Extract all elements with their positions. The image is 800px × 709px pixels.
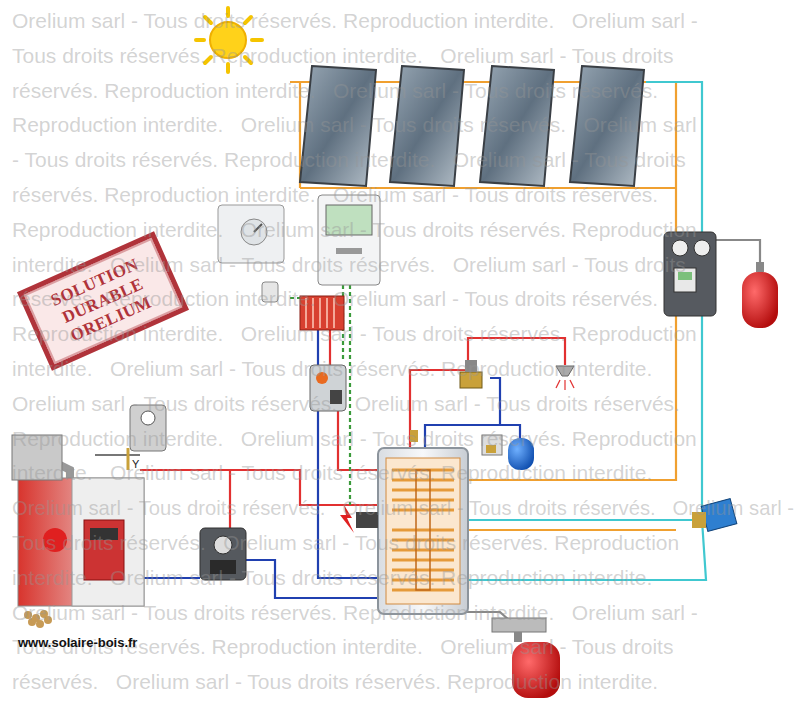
watermark-text: réservés. Orelium sarl - Tous droits rés…: [12, 671, 658, 692]
watermark-text: Reproduction interdite. Orelium sarl - T…: [12, 114, 697, 135]
safety-valve-group: [95, 405, 166, 470]
three-way-valve: [692, 499, 737, 532]
watermark-text: Reproduction interdite. Orelium sarl - T…: [12, 323, 697, 344]
watermark-text: Reproduction interdite. Orelium sarl - T…: [12, 219, 697, 240]
outdoor-sensor: [262, 282, 278, 302]
expansion-vessel: [742, 262, 778, 328]
electric-heater: [340, 505, 378, 533]
watermark-text: interdite. Orelium sarl - Tous droits ré…: [12, 358, 652, 379]
watermark-text: Orelium sarl - Tous droits réservés. Rep…: [12, 602, 698, 623]
safety-group: [482, 435, 502, 455]
website-url: www.solaire-bois.fr: [18, 636, 137, 649]
radiator: [300, 296, 344, 330]
storage-tank: [378, 448, 468, 614]
solar-pump-station: [664, 232, 716, 316]
mixing-valve: [460, 360, 482, 388]
watermark-text: réservés. Reproduction interdite. Oreliu…: [12, 184, 658, 205]
pipe-tag: Y: [132, 459, 139, 470]
boiler-pump-group: [200, 528, 246, 580]
pellet-boiler: [12, 435, 144, 628]
watermark-text: interdite. Orelium sarl - Tous droits ré…: [12, 462, 652, 483]
sun-icon: [196, 8, 262, 72]
watermark-text: Orelium sarl - Tous droits réservés. Ore…: [12, 497, 794, 518]
watermark-text: Tous droits réservés. Orelium sarl - Tou…: [12, 532, 679, 553]
heating-expansion-vessel: [492, 618, 560, 698]
heating-pump-group: [310, 365, 346, 411]
room-thermostat: [218, 205, 284, 263]
stamp-badge: SOLUTION DURABLE ORELIUM: [17, 231, 189, 371]
watermark-text: réservés. Reproduction interdite. Oreliu…: [12, 80, 658, 101]
watermark-text: Tous droits réservés. Reproduction inter…: [12, 45, 673, 66]
watermark-text: réservés. Reproduction interdite. Oreliu…: [12, 288, 658, 309]
stamp-text: SOLUTION DURABLE ORELIUM: [32, 248, 173, 355]
solar-controller: [318, 195, 380, 285]
watermark-text: - Tous droits réservés. Reproduction int…: [12, 149, 686, 170]
watermark-text: Orelium sarl - Tous droits réservés. Ore…: [12, 393, 680, 414]
shower-head: [556, 366, 574, 390]
watermark-text: interdite. Orelium sarl - Tous droits ré…: [12, 254, 686, 275]
sanitary-expansion-vessel: [508, 438, 534, 470]
air-vent: [410, 430, 418, 442]
watermark-text: interdite. Orelium sarl - Tous droits ré…: [12, 567, 652, 588]
watermark-text: Orelium sarl - Tous droits réservés. Rep…: [12, 10, 698, 31]
solar-collectors: [300, 66, 644, 186]
watermark-text: Reproduction interdite. Orelium sarl - T…: [12, 428, 697, 449]
